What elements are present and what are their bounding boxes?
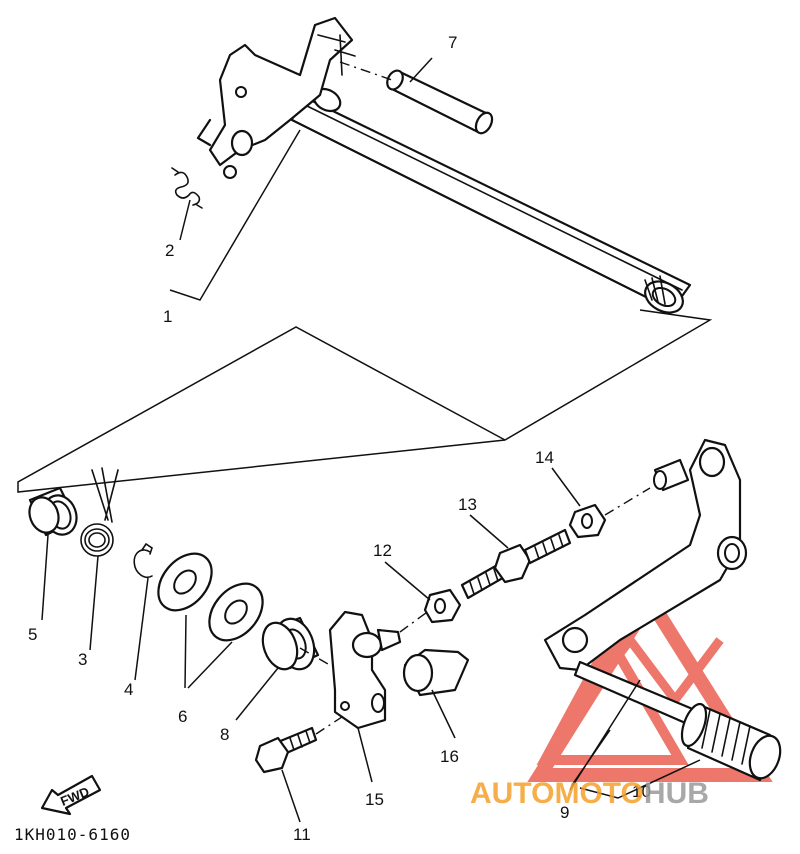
circlip xyxy=(133,542,153,579)
group-outline-upper xyxy=(169,129,301,301)
callout-9: 9 xyxy=(560,803,569,822)
bolt-axis xyxy=(315,714,346,735)
dowel-pin xyxy=(386,69,494,135)
callout-1: 1 xyxy=(163,307,172,326)
adjuster-rod xyxy=(460,528,572,600)
nut-12 xyxy=(423,588,462,624)
callout-6: 6 xyxy=(178,707,187,726)
return-spring xyxy=(80,467,119,557)
callout-4: 4 xyxy=(124,680,133,699)
group-outline-upper-right xyxy=(17,309,713,493)
bolt xyxy=(254,726,318,774)
callout-12: 12 xyxy=(373,541,392,560)
callout-8: 8 xyxy=(220,725,229,744)
svg-text:AUTOMOTOHUB: AUTOMOTOHUB xyxy=(470,777,709,810)
callout-13: 13 xyxy=(458,495,477,514)
washers xyxy=(157,552,264,642)
forward-arrow-icon: FWD xyxy=(40,774,102,816)
pin-axis xyxy=(339,61,393,81)
collar xyxy=(28,486,78,537)
bearing xyxy=(261,616,320,671)
watermark-hub: HUB xyxy=(644,777,709,810)
leader-lines xyxy=(41,57,701,823)
watermark-text: AUTOMOTOHUB xyxy=(470,777,709,810)
drawing-code: 1KH010-6160 xyxy=(14,825,131,844)
lever-axis xyxy=(299,609,431,669)
watermark-auto: AUTO xyxy=(470,777,554,810)
torsion-spring-small xyxy=(171,167,203,209)
shift-pedal xyxy=(543,438,782,782)
callout-11: 11 xyxy=(293,825,311,844)
callout-3: 3 xyxy=(78,650,87,669)
nut-14 xyxy=(568,503,607,539)
fwd-label: FWD xyxy=(58,784,91,809)
shift-arm-lever xyxy=(328,610,402,730)
rod-axis xyxy=(604,487,651,516)
callout-15: 15 xyxy=(365,790,384,809)
cap xyxy=(402,648,470,697)
callout-7: 7 xyxy=(448,33,457,52)
callout-2: 2 xyxy=(165,241,174,260)
shift-shaft xyxy=(196,16,692,314)
watermark-moto: MOTO xyxy=(554,777,643,810)
callout-5: 5 xyxy=(28,625,37,644)
callout-10: 10 xyxy=(632,782,651,801)
callout-14: 14 xyxy=(535,448,554,467)
callout-16: 16 xyxy=(440,747,459,766)
